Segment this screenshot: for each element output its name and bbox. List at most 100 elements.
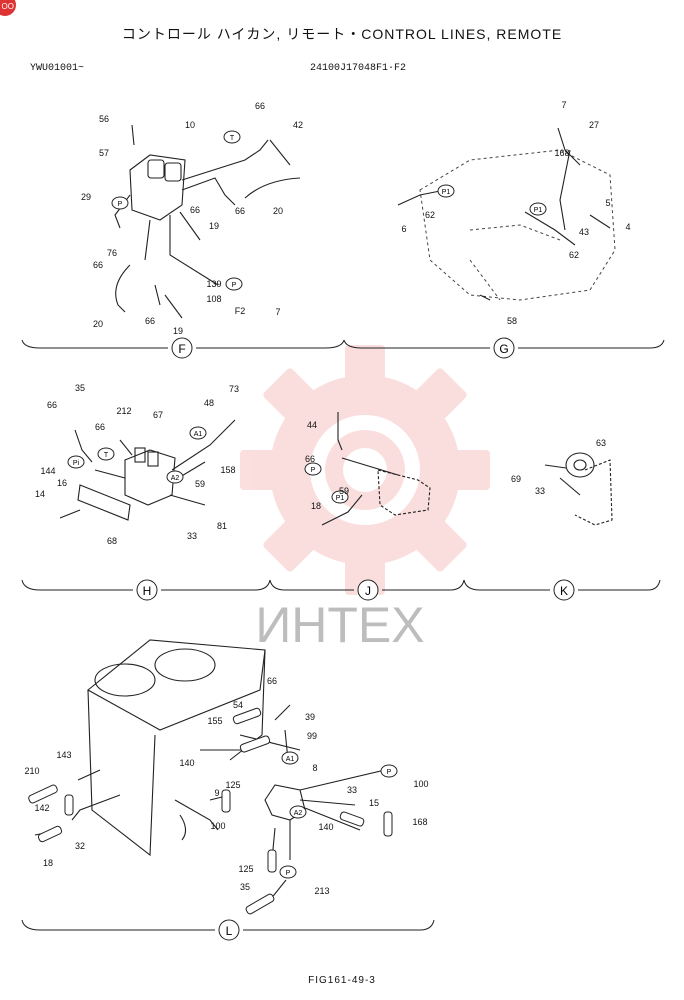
- svg-text:Pi: Pi: [73, 460, 80, 467]
- callout-j-18: 18: [311, 501, 321, 511]
- port-tag-p: P: [279, 865, 297, 879]
- callout-j-44: 44: [307, 420, 317, 430]
- svg-text:P: P: [311, 467, 316, 474]
- callout-l-125: 125: [225, 780, 240, 790]
- section-f-drawing: [114, 124, 301, 319]
- callout-l-142: 142: [34, 803, 49, 813]
- callout-h-48: 48: [204, 398, 214, 408]
- section-labels: F G H J K L: [136, 337, 575, 941]
- port-tag-p1: P1: [437, 184, 455, 198]
- callout-l-155: 155: [207, 716, 222, 726]
- section-j-drawing: [321, 412, 431, 526]
- callout-f-66: 66: [190, 205, 200, 215]
- callout-g-168: 168: [554, 148, 569, 158]
- callout-l-32: 32: [75, 841, 85, 851]
- section-braces: [21, 339, 665, 931]
- section-l-drawing: [34, 639, 396, 906]
- callout-f-10: 10: [185, 120, 195, 130]
- callout-l-18: 18: [43, 858, 53, 868]
- section-label-l: L: [226, 924, 233, 938]
- port-tag-p: P: [111, 196, 129, 210]
- callout-g-58: 58: [507, 316, 517, 326]
- callout-h-35: 35: [75, 383, 85, 393]
- callout-g-27: 27: [589, 120, 599, 130]
- port-tag-t: T: [223, 130, 241, 144]
- callout-f-19: 19: [209, 221, 219, 231]
- callout-h-14: 14: [35, 489, 45, 499]
- callout-l-54: 54: [233, 700, 243, 710]
- page-title: コントロール ハイカン, リモート・CONTROL LINES, REMOTE: [121, 26, 563, 42]
- callout-f-42: 42: [293, 120, 303, 130]
- callout-h-33: 33: [187, 531, 197, 541]
- callout-l-100: 100: [413, 779, 428, 789]
- callout-g-5: 5: [605, 198, 610, 208]
- callout-f-76: 76: [107, 248, 117, 258]
- callout-h-59: 59: [195, 479, 205, 489]
- port-tag-a1: A1: [189, 426, 207, 440]
- section-g-drawing: [419, 149, 616, 301]
- callout-l-210: 210: [24, 766, 39, 776]
- watermark-text: ИНТЕХ: [255, 597, 424, 653]
- callout-f-7: 7: [275, 307, 280, 317]
- page-badge: OO: [0, 0, 16, 16]
- watermark-gear-logo: [240, 345, 490, 595]
- callout-h-144: 144: [40, 466, 55, 476]
- callout-l-140: 140: [179, 758, 194, 768]
- callout-g-62: 62: [425, 210, 435, 220]
- callout-h-73: 73: [229, 384, 239, 394]
- callout-f-139: 139: [206, 279, 221, 289]
- port-tag-p1: P1: [529, 202, 547, 216]
- port-tag-a2: A2: [289, 805, 307, 819]
- section-label-h: H: [143, 584, 152, 598]
- svg-text:P1: P1: [534, 207, 543, 214]
- callout-g-6: 6: [401, 224, 406, 234]
- callout-f-56: 56: [99, 114, 109, 124]
- callout-k-33: 33: [535, 486, 545, 496]
- callout-h-68: 68: [107, 536, 117, 546]
- callout-f-20: 20: [273, 206, 283, 216]
- callout-f-108: 108: [206, 294, 221, 304]
- svg-text:T: T: [230, 135, 235, 142]
- callout-f-F2: F2: [235, 306, 246, 316]
- figure-id: FIG161-49-3: [308, 975, 376, 986]
- callout-f-57: 57: [99, 148, 109, 158]
- callout-l-140: 140: [318, 822, 333, 832]
- callout-k-63: 63: [596, 438, 606, 448]
- svg-text:A1: A1: [286, 756, 295, 763]
- section-label-k: K: [560, 584, 568, 598]
- callout-l-125: 125: [238, 864, 253, 874]
- svg-text:P: P: [118, 201, 123, 208]
- port-tag-p: P: [380, 764, 398, 778]
- callout-h-67: 67: [153, 410, 163, 420]
- callout-g-7: 7: [561, 100, 566, 110]
- section-g-lines: [397, 127, 611, 301]
- port-tag-a1: A1: [281, 751, 299, 765]
- callout-h-66: 66: [47, 400, 57, 410]
- callout-l-33: 33: [347, 785, 357, 795]
- svg-text:P: P: [387, 769, 392, 776]
- svg-text:P: P: [286, 870, 291, 877]
- callout-k-69: 69: [511, 474, 521, 484]
- serial-range: YWU01001~: [30, 63, 85, 74]
- section-h-drawing: [59, 419, 236, 521]
- callout-g-4: 4: [625, 222, 630, 232]
- section-label-f: F: [178, 342, 185, 356]
- callout-h-212: 212: [116, 406, 131, 416]
- callout-l-213: 213: [314, 886, 329, 896]
- svg-text:P1: P1: [336, 495, 345, 502]
- callout-f-66: 66: [235, 206, 245, 216]
- svg-text:P: P: [232, 282, 237, 289]
- callout-f-66: 66: [255, 101, 265, 111]
- callout-h-81: 81: [217, 521, 227, 531]
- callout-f-19: 19: [173, 326, 183, 336]
- callout-l-168: 168: [412, 817, 427, 827]
- callout-l-39: 39: [305, 712, 315, 722]
- callout-f-20: 20: [93, 319, 103, 329]
- svg-text:A2: A2: [294, 810, 303, 817]
- svg-text:P1: P1: [442, 189, 451, 196]
- port-tag-p1: P1: [331, 490, 349, 504]
- callout-h-16: 16: [57, 478, 67, 488]
- callout-l-100: 100: [210, 821, 225, 831]
- port-tag-t: T: [97, 447, 115, 461]
